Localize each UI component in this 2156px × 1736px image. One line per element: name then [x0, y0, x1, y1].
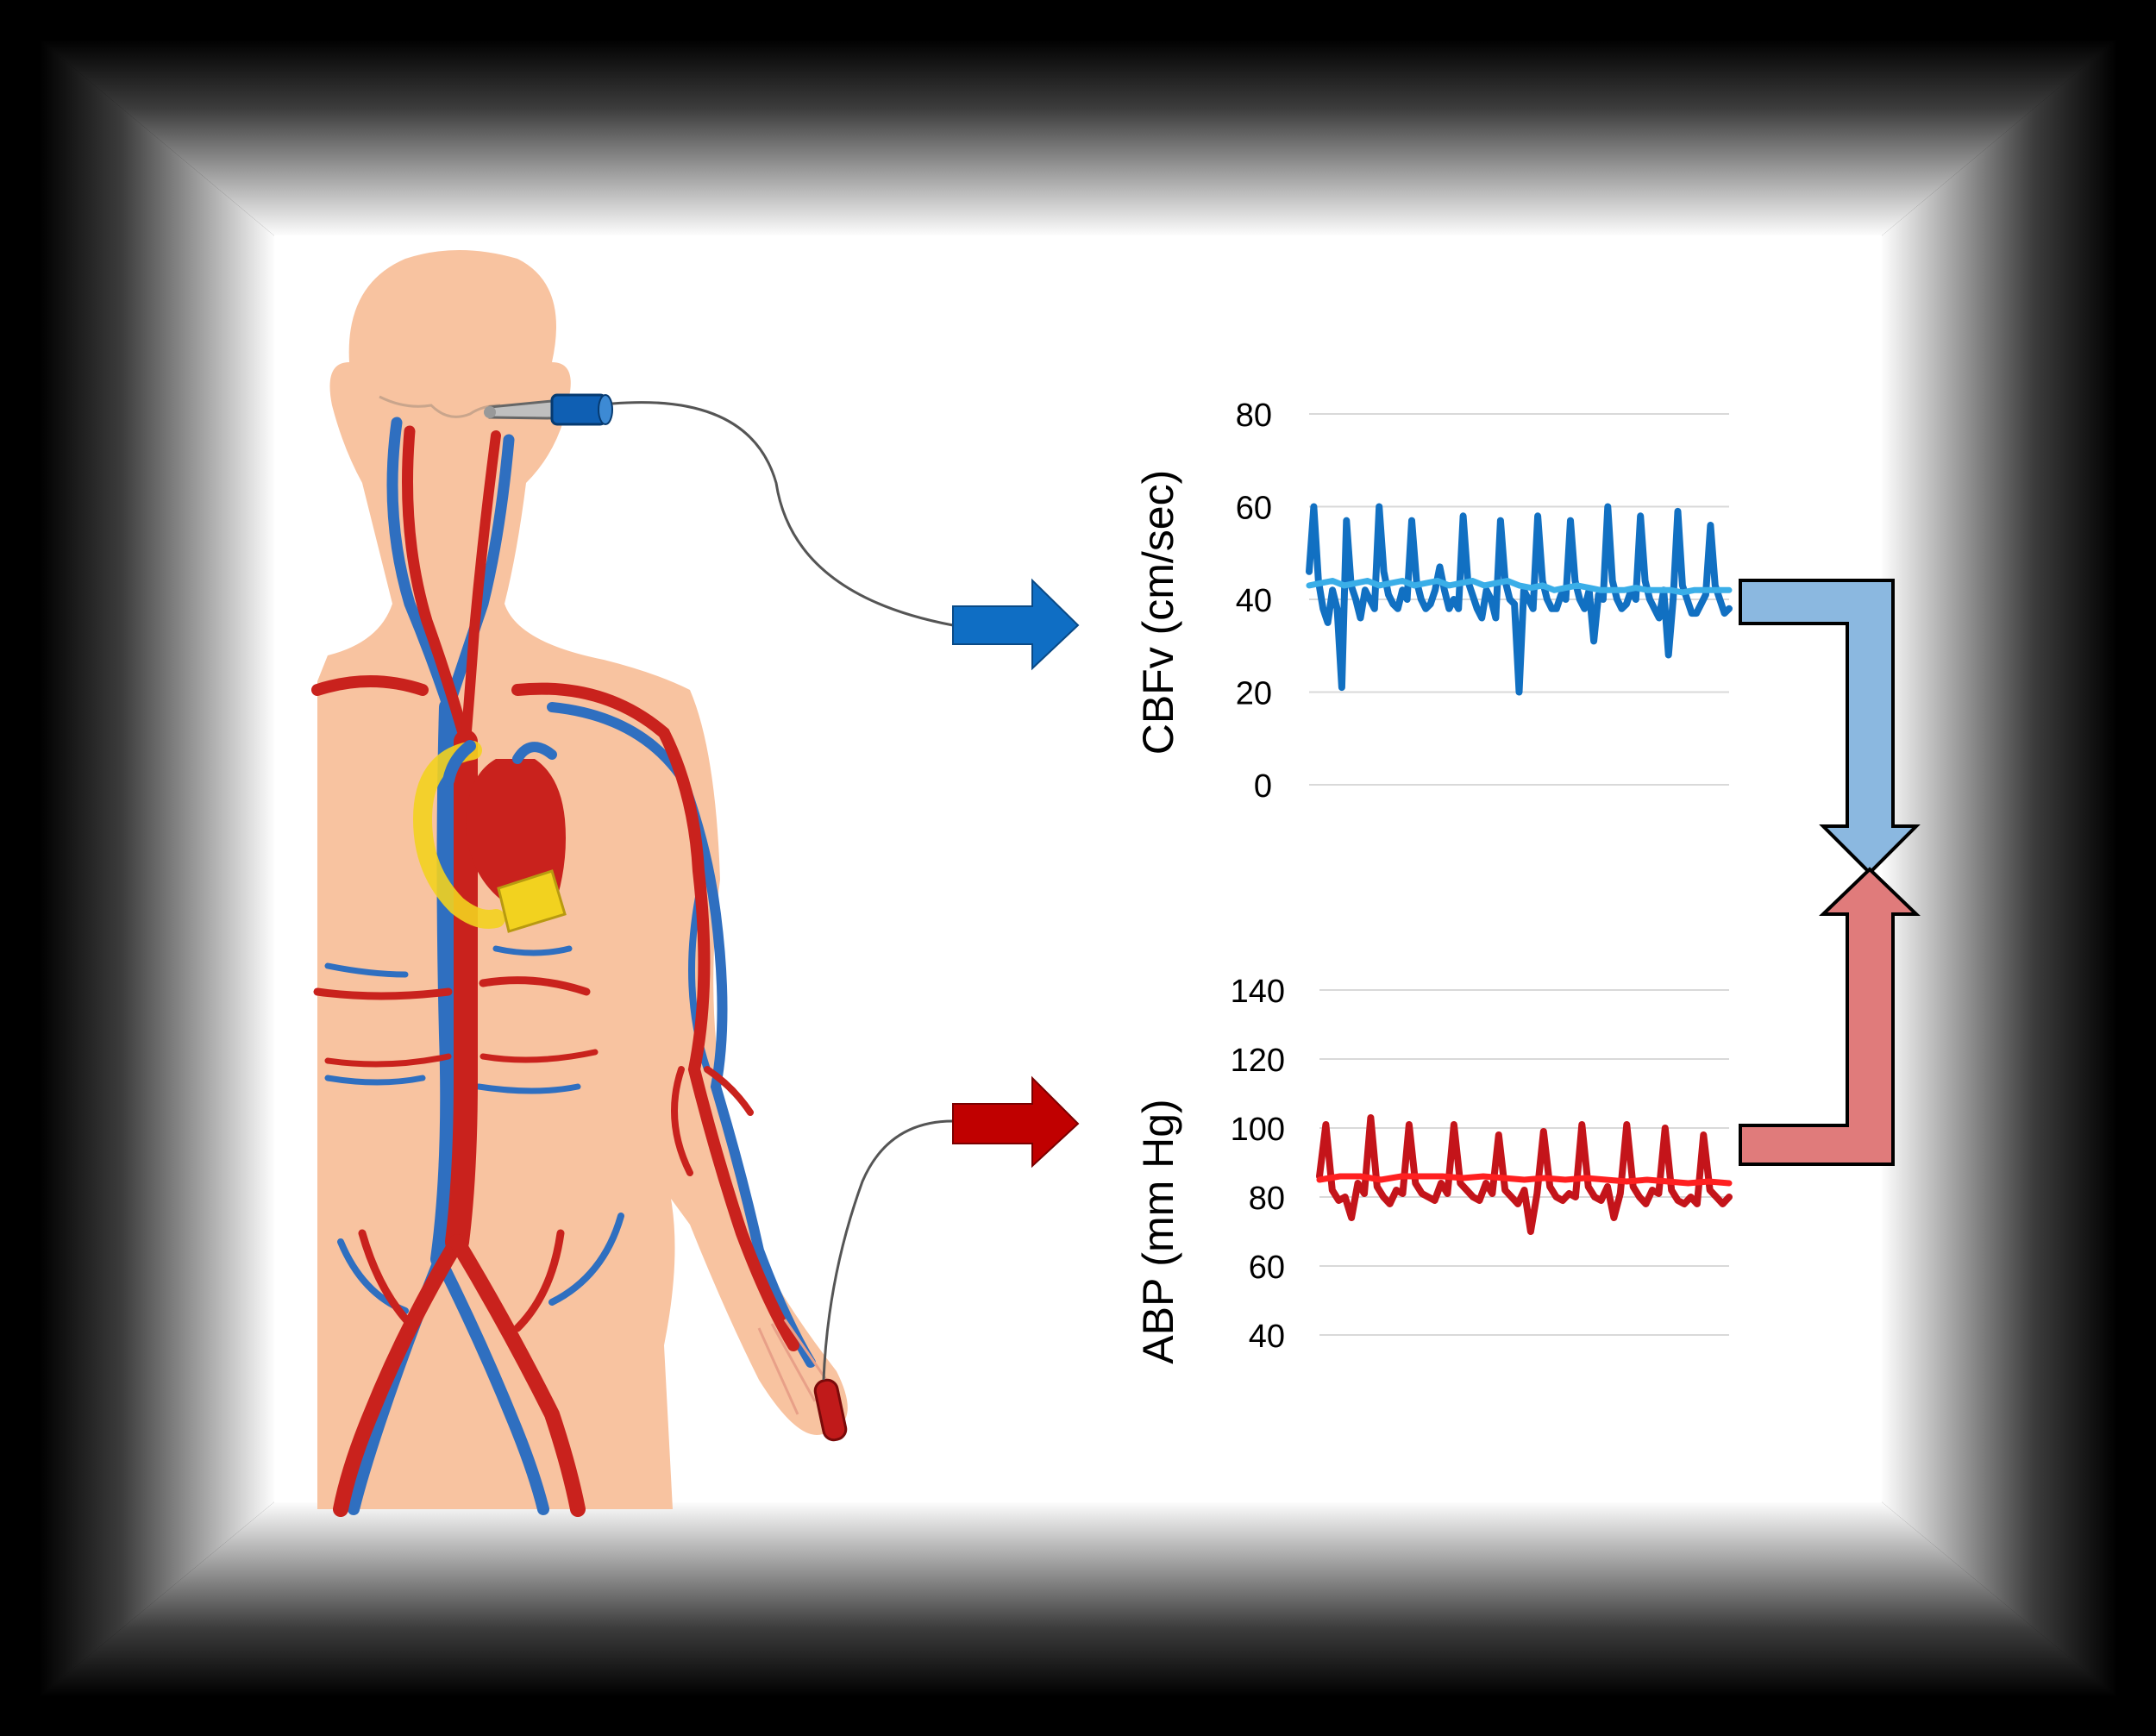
y-tick-label: 0 [1254, 768, 1272, 805]
y-tick-label: 60 [1236, 491, 1272, 527]
y-tick-label: 80 [1236, 398, 1272, 434]
cbfv-y-axis-label: CBFv (cm/sec) [1134, 470, 1182, 755]
y-tick-label: 140 [1231, 974, 1285, 1010]
gradient-frame [39, 39, 2117, 1697]
abp-arrow [952, 1075, 1080, 1169]
y-tick-label: 20 [1236, 676, 1272, 712]
y-tick-label: 120 [1231, 1043, 1285, 1079]
abp-raw-series-line [1316, 1114, 1733, 1235]
cbfv-connector-arrow [1739, 579, 1921, 875]
cbfv-raw-series-line [1306, 503, 1733, 696]
arterial-catheter-icon [813, 1378, 848, 1442]
heart-icon [412, 740, 567, 933]
cbfv-arrow [952, 578, 1080, 671]
y-tick-label: 60 [1249, 1250, 1285, 1286]
cbfv-mean-series-line [1306, 578, 1733, 596]
cbfv-chart: 0 20 40 60 80 CBFv (cm/sec) [1134, 398, 1733, 805]
doppler-probe-icon [484, 393, 613, 426]
y-tick-label: 40 [1236, 583, 1272, 619]
abp-chart: 40 60 80 100 120 140 ABP (mm Hg) [1134, 974, 1733, 1364]
y-tick-label: 100 [1231, 1112, 1285, 1148]
probe-cable [611, 401, 954, 627]
abp-y-axis-label: ABP (mm Hg) [1134, 1099, 1182, 1363]
abp-connector-arrow [1739, 867, 1921, 1166]
abp-mean-series-line [1316, 1173, 1733, 1187]
catheter-cable [822, 1119, 954, 1381]
y-tick-label: 40 [1249, 1319, 1285, 1355]
y-tick-label: 80 [1249, 1181, 1285, 1217]
human-circulatory-system-icon [311, 250, 848, 1517]
